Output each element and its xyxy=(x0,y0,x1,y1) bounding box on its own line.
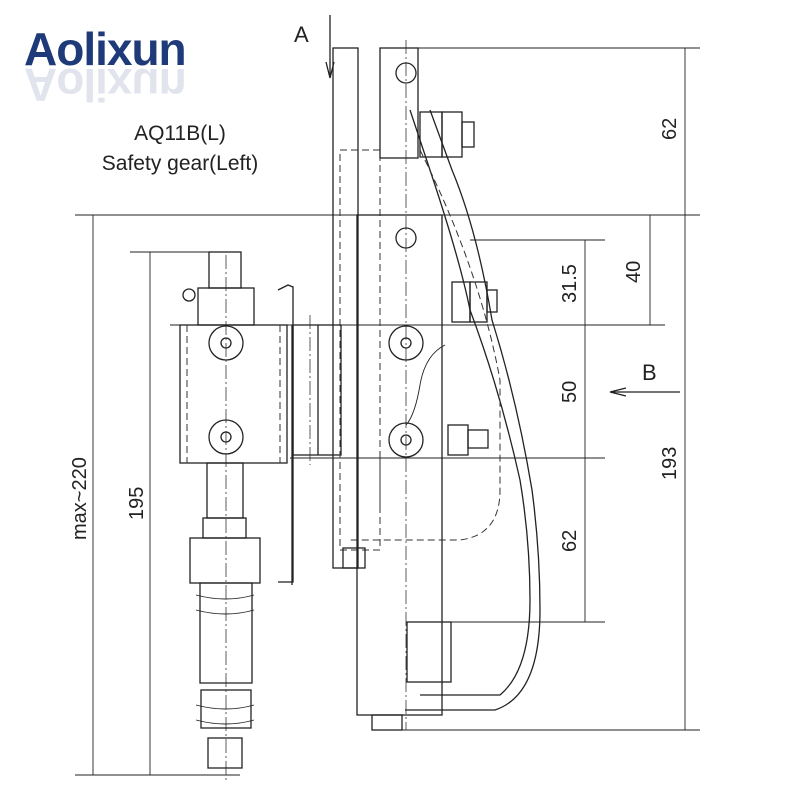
center-guide-block xyxy=(292,47,381,569)
dimension-lines xyxy=(92,48,686,775)
view-arrow-b: B xyxy=(609,360,680,397)
dimension-labels: 62 40 31.5 50 62 193 195 max~220 xyxy=(69,118,681,552)
extension-lines xyxy=(75,47,700,776)
model-code: AQ11B(L) xyxy=(134,122,226,145)
dim-195: 195 xyxy=(126,487,148,520)
view-arrow-a: A xyxy=(294,15,335,79)
dim-max-220: max~220 xyxy=(69,457,91,540)
right-plate xyxy=(350,40,541,731)
product-name: Safety gear(Left) xyxy=(101,152,259,175)
dim-31-5: 31.5 xyxy=(559,264,581,303)
brand-logo: Aolixun xyxy=(24,23,187,75)
dim-40: 40 xyxy=(623,261,645,283)
dim-62-mid: 62 xyxy=(559,530,581,552)
svg-text:B: B xyxy=(642,360,657,385)
dim-62-top: 62 xyxy=(659,118,681,140)
left-caliper-body xyxy=(179,251,294,780)
dim-193: 193 xyxy=(659,447,681,480)
dim-50: 50 xyxy=(559,381,581,403)
svg-text:A: A xyxy=(294,22,309,47)
